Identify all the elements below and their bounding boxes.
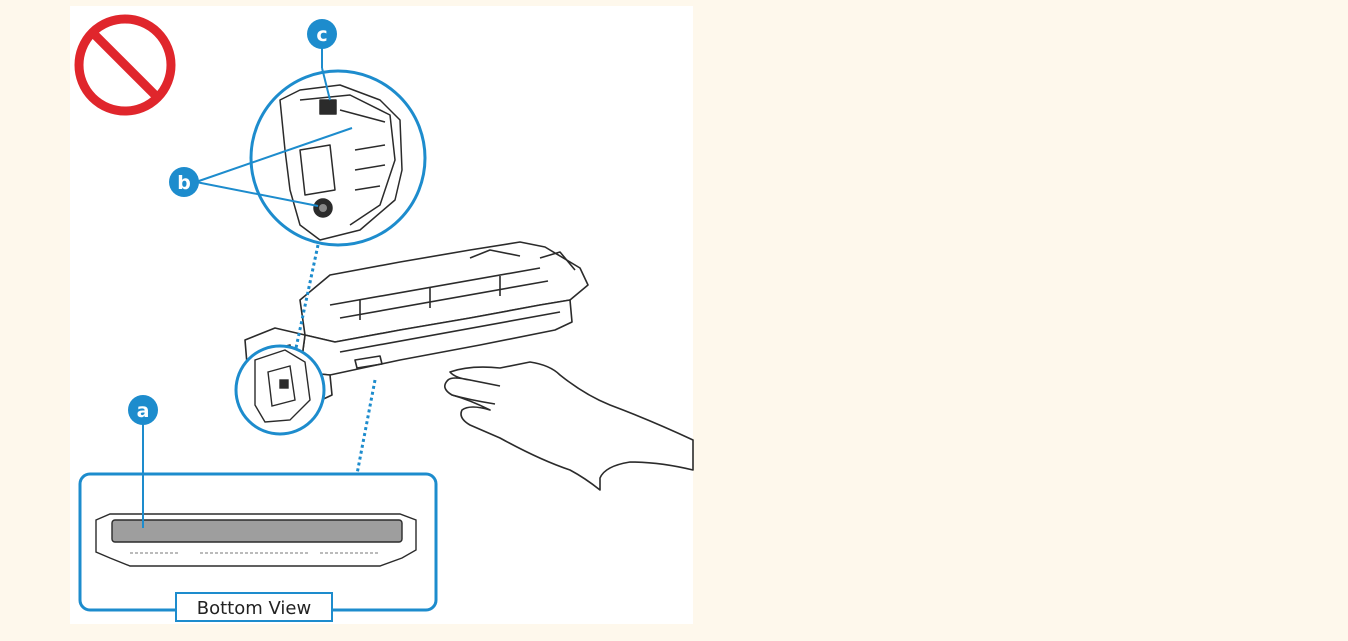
callout-b-letter: b <box>177 172 191 194</box>
bottom-view-box <box>80 474 436 610</box>
caption-text: Bottom View <box>197 598 311 619</box>
callout-a-letter: a <box>137 400 150 422</box>
empty-panel <box>693 6 1343 624</box>
callout-c-letter: c <box>316 24 327 46</box>
zoom-circle-end <box>236 346 324 434</box>
callout-c: c <box>307 19 337 49</box>
callout-b: b <box>169 167 199 197</box>
callout-a: a <box>128 395 158 425</box>
prohibited-sign-icon <box>79 19 171 111</box>
bottom-view-caption: Bottom View <box>176 593 332 621</box>
zoom-circle-top <box>251 71 425 245</box>
